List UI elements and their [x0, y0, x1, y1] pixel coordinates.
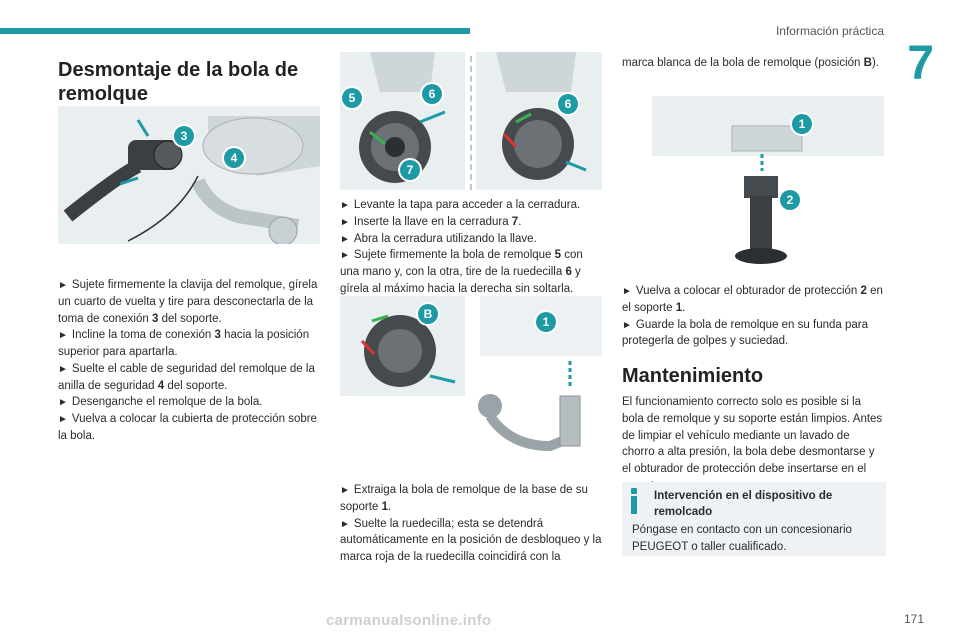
- lock-turn-illustration: [476, 52, 602, 190]
- step-text: ►Extraiga la bola de remolque de la base…: [340, 484, 588, 513]
- step-text: ►Levante la tapa para acceder a la cerra…: [340, 199, 581, 211]
- column-1: Desmontaje de la bola de remolque: [58, 52, 320, 106]
- step-text: ►Desenganche el remolque de la bola.: [58, 396, 263, 409]
- lock-open-illustration: [340, 52, 465, 190]
- maintenance-text: El funcionamiento correcto solo es posib…: [622, 396, 883, 492]
- step-text: ►Vuelva a colocar la cubierta de protecc…: [58, 413, 317, 443]
- watermark: carmanualsonline.info: [326, 612, 492, 629]
- info-box: Intervención en el dispositivo de remolc…: [622, 482, 886, 556]
- column-3: marca blanca de la bola de remolque (pos…: [622, 55, 884, 72]
- section-title-maintenance: Mantenimiento: [622, 365, 764, 388]
- step-text: ►Inserte la llave en la cerradura 7.: [340, 215, 522, 228]
- ball-removal-illustration: [340, 296, 602, 470]
- figure-callout: 6: [422, 84, 442, 104]
- info-icon: [630, 488, 638, 516]
- protection-plug-illustration: [652, 96, 884, 270]
- figure-callout: 1: [536, 312, 556, 332]
- step-text: ►Incline la toma de conexión 3 hacia la …: [58, 329, 310, 359]
- column-1-steps: ►Sujete firmemente la clavija del remolq…: [58, 277, 320, 445]
- page-number: 171: [903, 612, 924, 626]
- column-2-steps: ►Levante la tapa para acceder a la cerra…: [340, 197, 602, 298]
- figure-callout: B: [418, 304, 438, 324]
- step-text: ►Suelte el cable de seguridad del remolq…: [58, 362, 315, 392]
- figure-protection-plug: 1 2: [652, 96, 884, 270]
- figure-callout: 4: [224, 148, 244, 168]
- info-title: Intervención en el dispositivo de remolc…: [654, 490, 833, 519]
- header-section-title: Información práctica: [775, 24, 884, 38]
- step-text: ►Guarde la bola de remolque en su funda …: [622, 318, 868, 348]
- chapter-number: 7: [907, 37, 934, 90]
- step-text: ►Abra la cerradura utilizando la llave.: [340, 232, 537, 245]
- figure-callout: 7: [400, 160, 420, 180]
- figure-callout: 1: [792, 114, 812, 134]
- section-title-removal: Desmontaje de la bola de remolque: [58, 59, 299, 105]
- figure-trailer-plug: 3 4: [58, 106, 320, 244]
- continuation-text: marca blanca de la bola de remolque (pos…: [622, 57, 879, 69]
- figure-lock-right: 6: [476, 52, 602, 190]
- step-text: ►Vuelva a colocar el obturador de protec…: [622, 285, 883, 314]
- figure-divider: [470, 56, 472, 190]
- step-text: ►Sujete firmemente la bola de remolque 5…: [340, 249, 583, 295]
- step-text: ►Sujete firmemente la clavija del remolq…: [58, 279, 318, 325]
- column-3-steps: ►Vuelva a colocar el obturador de protec…: [622, 283, 884, 495]
- figure-lock-left: 5 6 7: [340, 52, 465, 190]
- figure-callout: 3: [174, 126, 194, 146]
- info-text: Póngase en contacto con un concesionario…: [632, 524, 852, 553]
- header-accent-bar: [0, 28, 470, 34]
- figure-callout: 2: [780, 190, 800, 210]
- figure-callout: 5: [342, 88, 362, 108]
- column-2-steps-2: ►Extraiga la bola de remolque de la base…: [340, 482, 602, 566]
- step-text: ►Suelte la ruedecilla; esta se detendrá …: [340, 517, 602, 564]
- figure-callout: 6: [558, 94, 578, 114]
- figure-ball-removal: B 1: [340, 296, 602, 470]
